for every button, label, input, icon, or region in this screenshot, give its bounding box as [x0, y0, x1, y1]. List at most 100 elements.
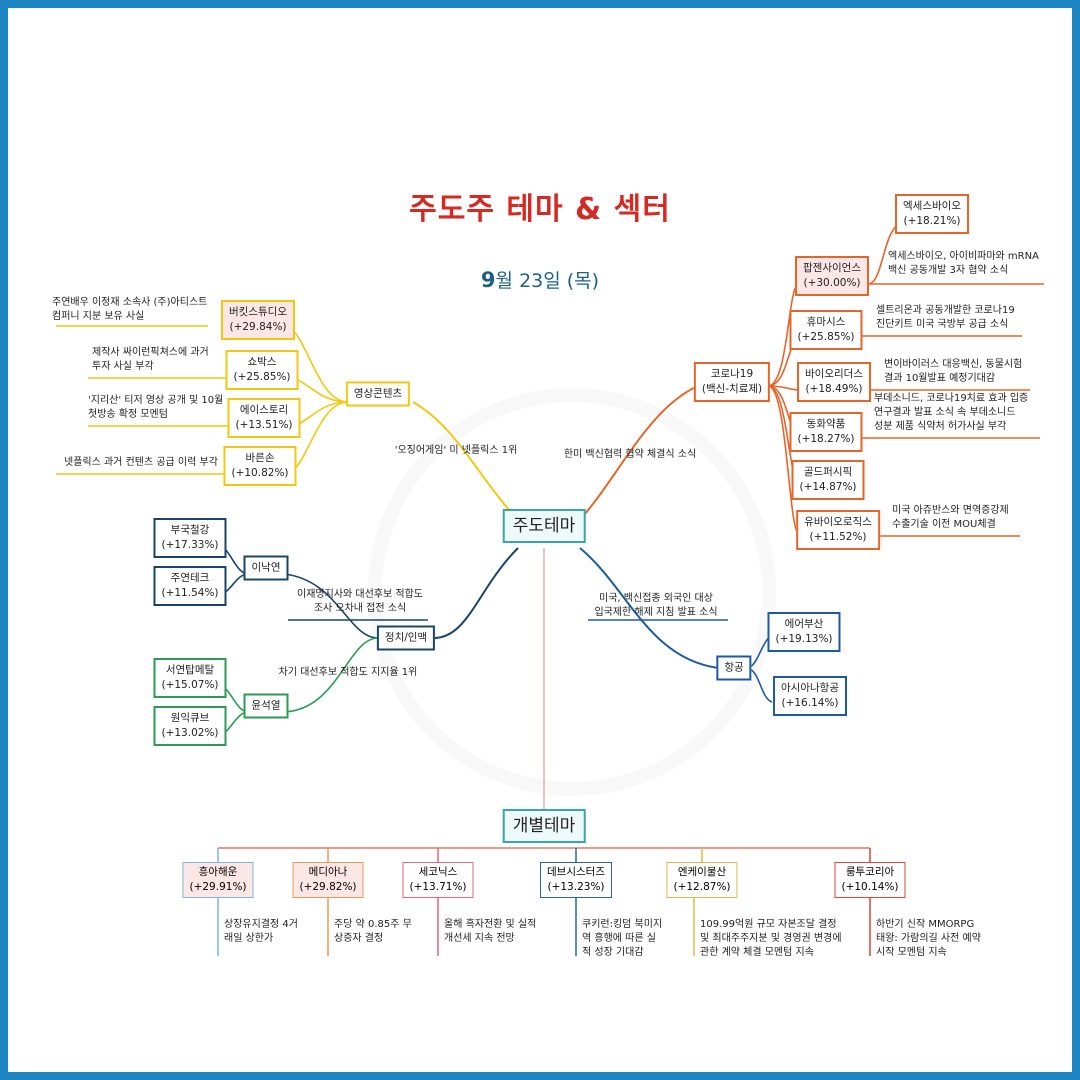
- stock-name: 원익큐브: [170, 712, 210, 724]
- stock-bookook-steel: 부국철강 (+17.33%): [153, 518, 227, 558]
- stock-popgen-science: 팝젠사이언스 (+30.00%): [795, 256, 869, 296]
- individual-stock-devsisters: 데브시스터즈 (+13.23%): [540, 862, 612, 898]
- note-line: 제작사 싸이런픽쳐스에 과거: [92, 347, 209, 358]
- stock-name: 엔케이물산: [677, 866, 727, 878]
- person-yoon: 윤석열: [243, 693, 289, 719]
- stock-pct: (+15.07%): [161, 679, 219, 691]
- sector-label: 코로나19: [710, 368, 754, 380]
- note-line: 상장유지결정 4거: [224, 919, 298, 930]
- stock-note: 변이바이러스 대응백신, 동물시험 결과 10월발표 예정기대감: [884, 358, 1022, 386]
- stock-note: 셀트리온과 공동개발한 코로나19 진단키트 미국 국방부 공급 소식: [876, 304, 1015, 332]
- note-line: 백신 공동개발 3자 협약 소식: [888, 265, 1009, 276]
- stock-name: 메디아나: [308, 866, 348, 878]
- politics-reason-yoon: 차기 대선후보 적합도 지지율 1위: [278, 667, 418, 678]
- individual-stock-sekonix: 세코닉스 (+13.71%): [402, 862, 474, 898]
- stock-showbox: 쇼박스 (+25.85%): [225, 350, 299, 390]
- note-line: 개선세 지속 전망: [444, 933, 515, 944]
- note-line: 미국 아쥬반스와 면역증강제: [892, 505, 1009, 516]
- note-line: 수출기술 이전 MOU체결: [892, 519, 996, 530]
- note-line: 109.99억원 규모 자본조달 결정: [700, 919, 837, 930]
- stock-bucket-studio: 버킷스튜디오 (+29.84%): [221, 300, 295, 340]
- stock-access-bio: 엑세스바이오 (+18.21%): [895, 194, 969, 234]
- note-line: 시작 모멘텀 지속: [876, 947, 947, 958]
- stock-pct: (+11.52%): [809, 531, 867, 543]
- stock-gold-pacific: 골드퍼시픽 (+14.87%): [791, 460, 865, 500]
- center-node: 주도테마: [502, 509, 586, 543]
- stock-note: 주연배우 이정재 소속사 (주)아티스트 컴퍼니 지분 보유 사실: [52, 296, 207, 324]
- stock-asiana: 아시아나항공 (+16.14%): [773, 676, 847, 716]
- stock-pct: (+17.33%): [161, 539, 219, 551]
- stock-pct: (+25.85%): [233, 371, 291, 383]
- stock-name: 흥아해운: [198, 866, 238, 878]
- stock-pct: (+29.84%): [229, 321, 287, 333]
- note-line: 셀트리온과 공동개발한 코로나19: [876, 305, 1015, 316]
- stock-pct: (+13.02%): [161, 727, 219, 739]
- individual-root-node: 개별테마: [502, 809, 586, 843]
- note-line: 엑세스바이오, 아이비파마와 mRNA: [888, 251, 1039, 262]
- note-line: 입국제한 해제 지침 발표 소식: [594, 607, 718, 618]
- note-line: 조사 오차내 접전 소식: [313, 603, 407, 614]
- stock-name: 유바이오로직스: [804, 516, 872, 528]
- stock-pct: (+13.23%): [547, 881, 605, 893]
- stock-air-busan: 에어부산 (+19.13%): [767, 612, 841, 652]
- note-line: 역 흥행에 따른 실: [582, 933, 656, 944]
- individual-stock-heunga: 흥아해운 (+29.91%): [182, 862, 254, 898]
- note-line: 태왕: 가람의길 사전 예약: [876, 933, 981, 944]
- stock-pct: (+18.49%): [805, 383, 863, 395]
- note-line: 올해 흑자전환 및 실적: [444, 919, 537, 930]
- sector-airline: 항공: [716, 655, 752, 681]
- stock-dongwha: 동화약품 (+18.27%): [789, 412, 863, 452]
- stock-pct: (+30.00%): [803, 277, 861, 289]
- note-line: 연구결과 발표 소식 속 부데소니드: [874, 407, 1016, 418]
- note-line: 쿠키런:킹덤 북미지: [582, 919, 663, 930]
- stock-barunson: 바른손 (+10.82%): [223, 446, 297, 486]
- individual-note: 상장유지결정 4거 래일 상한가: [224, 918, 298, 946]
- note-line: 미국, 백신접종 외국인 대상: [599, 593, 713, 604]
- note-line: 변이바이러스 대응백신, 동물시험: [884, 359, 1023, 370]
- stock-pct: (+11.54%): [161, 587, 219, 599]
- stock-astory: 에이스토리 (+13.51%): [227, 398, 301, 438]
- stock-name: 아시아나항공: [781, 682, 839, 694]
- stock-bioleaders: 바이오리더스 (+18.49%): [797, 362, 871, 402]
- date-rest: 월 23일 (목): [495, 270, 600, 292]
- stock-name: 엑세스바이오: [903, 200, 961, 212]
- stock-pct: (+29.91%): [189, 881, 247, 893]
- stock-pct: (+10.82%): [231, 467, 289, 479]
- stock-name: 서연탑메탈: [165, 664, 215, 676]
- stock-name: 데브시스터즈: [547, 866, 605, 878]
- stock-pct: (+16.14%): [781, 697, 839, 709]
- note-line: 래일 상한가: [224, 933, 274, 944]
- content-reason: '오징어게임' 미 넷플릭스 1위: [394, 445, 518, 456]
- note-line: 관한 계약 체결 모멘텀 지속: [700, 947, 814, 958]
- note-line: 주당 약 0.85주 무: [334, 919, 412, 930]
- stock-name: 룽투코리아: [845, 866, 895, 878]
- individual-note: 하반기 신작 MMORPG 태왕: 가람의길 사전 예약 시작 모멘텀 지속: [876, 918, 981, 960]
- individual-note: 쿠키런:킹덤 북미지 역 흥행에 따른 실 적 성장 기대감: [582, 918, 662, 960]
- note-line: '지리산' 티저 영상 공개 및 10월: [88, 395, 224, 406]
- stock-name: 세코닉스: [418, 866, 458, 878]
- individual-note: 주당 약 0.85주 무 상증자 결정: [334, 918, 412, 946]
- stock-name: 부국철강: [170, 524, 210, 536]
- stock-pct: (+13.71%): [409, 881, 467, 893]
- stock-jooyontech: 주연테크 (+11.54%): [153, 566, 227, 606]
- note-line: 주연배우 이정재 소속사 (주)아티스트: [52, 297, 208, 308]
- stock-note: 넷플릭스 과거 컨텐츠 공급 이력 부각: [64, 457, 218, 468]
- stock-wonik-cube: 원익큐브 (+13.02%): [153, 706, 227, 746]
- covid-reason: 한미 백신협력 협약 체결식 소식: [563, 449, 697, 460]
- note-line: 성분 제품 식약처 허가사실 부각: [874, 421, 1007, 432]
- individual-stock-mediana: 메디아나 (+29.82%): [292, 862, 364, 898]
- stock-name: 주연테크: [170, 572, 210, 584]
- sector-covid: 코로나19 (백신-치료제): [693, 362, 771, 402]
- sector-sublabel: (백신-치료제): [701, 383, 763, 395]
- politics-reason-lee: 이재명지사와 대선후보 적합도 조사 오차내 접전 소식: [297, 588, 423, 616]
- stock-pct: (+18.21%): [903, 215, 961, 227]
- stock-seoyon-topmetal: 서연탑메탈 (+15.07%): [153, 658, 227, 698]
- individual-stock-longtu-korea: 룽투코리아 (+10.14%): [834, 862, 906, 898]
- mindmap-canvas: 주도주 테마 & 섹터 9월 23일 (목) 주도테마 개별테마 영상콘텐츠 '…: [8, 8, 1072, 1072]
- stock-humasis: 휴마시스 (+25.85%): [789, 310, 863, 350]
- stock-note: 미국 아쥬반스와 면역증강제 수출기술 이전 MOU체결: [892, 504, 1009, 532]
- stock-note: '지리산' 티저 영상 공개 및 10월 첫방송 확정 모멘텀: [88, 394, 223, 422]
- note-line: 컴퍼니 지분 보유 사실: [52, 311, 145, 322]
- individual-note: 109.99억원 규모 자본조달 결정 및 최대주주지분 및 경영권 변경에 관…: [700, 918, 842, 960]
- stock-note: 부데소니드, 코로나19치료 효과 입증 연구결과 발표 소식 속 부데소니드 …: [874, 392, 1028, 434]
